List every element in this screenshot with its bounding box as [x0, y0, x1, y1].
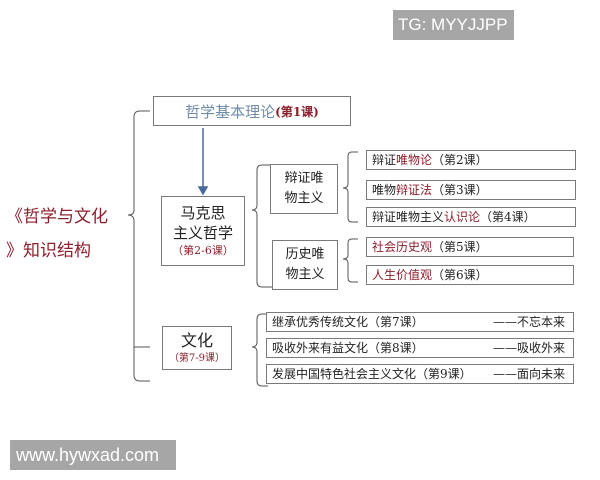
item-lesson-5: 社会历史观（第5课）: [366, 237, 574, 257]
marxism-line-1: 马克思: [180, 204, 226, 222]
item-keyword: 辩证法: [396, 183, 433, 197]
theory-lesson: (第1课): [275, 104, 319, 119]
node-marxist-philosophy: 马克思 主义哲学 （第2-6课）: [161, 196, 245, 266]
item-keyword: 人生价值观: [372, 268, 433, 282]
theory-label: 哲学基本理论: [185, 102, 276, 121]
item-lesson-4: 辩证唯物主义认识论（第4课）: [366, 207, 576, 227]
item-prefix: 辩证: [372, 153, 397, 167]
item-prefix: 唯物: [372, 183, 397, 197]
item-text: 吸收外来有益文化（第8课）: [272, 341, 424, 355]
item-note: ——面向未来: [492, 367, 565, 381]
item-lesson: （第6课）: [432, 268, 488, 282]
title-line-2: 》知识结构: [6, 241, 91, 261]
diagram-title: 《哲学与文化 》知识结构: [6, 200, 108, 268]
node-historical-materialism: 历史唯 物主义: [272, 240, 338, 290]
item-lesson-2: 辩证唯物论（第2课）: [366, 150, 576, 170]
dialectical-line-1: 辩证唯: [284, 171, 324, 186]
culture-label: 文化: [180, 331, 213, 350]
node-philosophy-theory: 哲学基本理论 (第1课): [153, 96, 351, 126]
item-lesson: （第5课）: [432, 240, 488, 254]
item-lesson-7: 继承优秀传统文化（第7课） ——不忘本来: [266, 312, 574, 332]
marxism-line-2: 主义哲学: [172, 224, 233, 242]
item-lesson-6: 人生价值观（第6课）: [366, 265, 574, 285]
dialectical-line-2: 物主义: [284, 191, 324, 206]
item-lesson-3: 唯物辩证法（第3课）: [366, 180, 576, 200]
item-lesson: （第4课）: [480, 210, 536, 224]
item-lesson: （第3课）: [432, 183, 488, 197]
item-note: ——吸收外来: [492, 341, 565, 355]
item-text: 发展中国特色社会主义文化（第9课）: [272, 367, 472, 381]
historical-line-1: 历史唯: [285, 247, 325, 262]
item-text: 继承优秀传统文化（第7课）: [272, 315, 424, 329]
item-lesson-9: 发展中国特色社会主义文化（第9课） ——面向未来: [266, 364, 574, 384]
item-keyword: 社会历史观: [372, 240, 433, 254]
item-keyword: 认识论: [444, 210, 481, 224]
watermark-bottom: www.hywxad.com: [10, 440, 176, 470]
title-line-1: 《哲学与文化: [6, 207, 108, 227]
node-culture: 文化 （第7-9课）: [162, 326, 232, 370]
item-note: ——不忘本来: [492, 315, 565, 329]
culture-lesson: （第7-9课）: [168, 353, 226, 364]
watermark-top: TG: MYYJJPP: [393, 10, 514, 40]
node-dialectical-materialism: 辩证唯 物主义: [270, 164, 338, 214]
item-prefix: 辩证唯物主义: [372, 210, 445, 224]
historical-line-2: 物主义: [285, 267, 325, 282]
marxism-lesson: （第2-6课）: [172, 244, 234, 257]
item-lesson-8: 吸收外来有益文化（第8课） ——吸收外来: [266, 338, 574, 358]
item-lesson: （第2课）: [432, 153, 488, 167]
item-keyword: 唯物论: [396, 153, 433, 167]
